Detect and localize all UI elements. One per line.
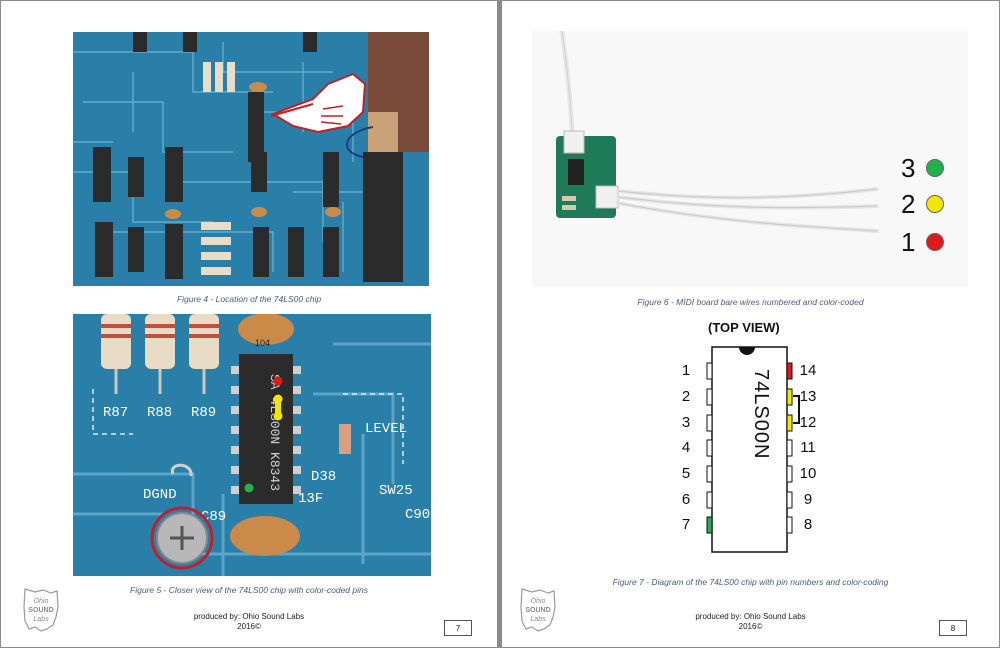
capacitor-top (238, 314, 294, 345)
footer-year: 2016© (237, 622, 261, 631)
page-8: 3 2 1 Figure 6 - MIDI board bare wires n… (502, 1, 999, 647)
svg-text:Ohio: Ohio (34, 598, 49, 605)
label-r89: R89 (191, 405, 216, 421)
capacitor-bottom (230, 516, 300, 556)
pin-label-14: 14 (799, 362, 817, 379)
pin-7-green (706, 516, 713, 534)
pin-label-9: 9 (803, 491, 813, 508)
chip-body (711, 346, 788, 553)
pin-label-3: 3 (681, 414, 691, 431)
svg-text:Labs: Labs (33, 616, 49, 623)
chip-name: 74LS00N (750, 369, 772, 459)
figure-5-caption: Figure 5 - Closer view of the 74LS00 chi… (130, 585, 368, 595)
label-level: LEVEL (365, 421, 407, 437)
footer-producer: produced by: Ohio Sound Labs (193, 612, 305, 621)
pin-label-12: 12 (799, 414, 817, 431)
page-footer: produced by: Ohio Sound Labs 2016© (1, 612, 497, 632)
left-pins (706, 362, 713, 534)
wire-2-yellow-dot (926, 195, 944, 213)
page-7: Figure 4 - Location of the 74LS00 chip (1, 1, 497, 647)
svg-text:104: 104 (255, 338, 270, 348)
wire-3-green-dot (926, 159, 944, 177)
svg-text:SOUND: SOUND (525, 607, 550, 614)
jumper-13-12 (793, 395, 800, 424)
chip-74ls00-photo: SA 4LS00N K8343 (231, 354, 301, 504)
footer-producer: produced by: Ohio Sound Labs (695, 612, 806, 621)
wire-3-number: 3 (901, 153, 916, 183)
chip-diagram: 74LS00N (667, 339, 827, 559)
pin12-dot (273, 411, 283, 421)
figure-7-caption: Figure 7 - Diagram of the 74LS00 chip wi… (612, 577, 889, 587)
ohio-sound-labs-logo: Ohio SOUND Labs (518, 587, 558, 638)
figure-6-photo (532, 31, 968, 287)
wire-2-number: 2 (901, 189, 916, 219)
pin-label-6: 6 (681, 491, 691, 508)
figure-5-photo: R87 R88 R89 DGND C89 D38 13F SW25 C90 LE… (73, 314, 431, 576)
pin7-dot (244, 483, 254, 493)
svg-text:Ohio: Ohio (531, 598, 546, 605)
footer-year: 2016© (738, 622, 763, 631)
label-dgnd: DGND (143, 487, 177, 503)
wire-1-red-dot (926, 233, 944, 251)
pin-label-8: 8 (803, 516, 813, 533)
pin14-dot (273, 376, 283, 386)
label-c90: C90 (405, 507, 430, 523)
pin-label-1: 1 (681, 362, 691, 379)
label-sw25: SW25 (379, 483, 413, 499)
label-r87: R87 (103, 405, 128, 421)
pin-label-4: 4 (681, 439, 691, 456)
page-number: 8 (939, 620, 967, 636)
chip-notch (739, 347, 755, 355)
right-pins (786, 362, 793, 534)
ground-screw-marker (150, 506, 214, 570)
label-r88: R88 (147, 405, 172, 421)
label-d38: D38 (311, 469, 336, 485)
pin-13-yellow (786, 388, 793, 406)
figure-6-caption: Figure 6 - MIDI board bare wires numbere… (637, 297, 864, 307)
ohio-sound-labs-logo: Ohio SOUND Labs (21, 587, 61, 638)
pin-label-11: 11 (800, 439, 816, 456)
svg-text:SA 4LS00N K8343: SA 4LS00N K8343 (267, 374, 282, 491)
page-footer: produced by: Ohio Sound Labs 2016© (502, 612, 999, 632)
pin-label-10: 10 (799, 465, 817, 482)
pin-label-13: 13 (799, 388, 817, 405)
pin-14-red (786, 362, 793, 380)
pin-label-2: 2 (681, 388, 691, 405)
pin-label-7: 7 (681, 516, 691, 533)
wire-1-number: 1 (901, 227, 916, 257)
svg-text:SOUND: SOUND (28, 607, 53, 614)
pin-label-5: 5 (681, 465, 691, 482)
pin-12-yellow (786, 414, 793, 432)
label-13f: 13F (298, 491, 323, 507)
svg-text:Labs: Labs (530, 616, 546, 623)
page-number: 7 (444, 620, 472, 636)
figure-4-photo (73, 32, 429, 286)
diagram-title: (TOP VIEW) (708, 320, 780, 335)
figure-4-caption: Figure 4 - Location of the 74LS00 chip (176, 294, 322, 304)
